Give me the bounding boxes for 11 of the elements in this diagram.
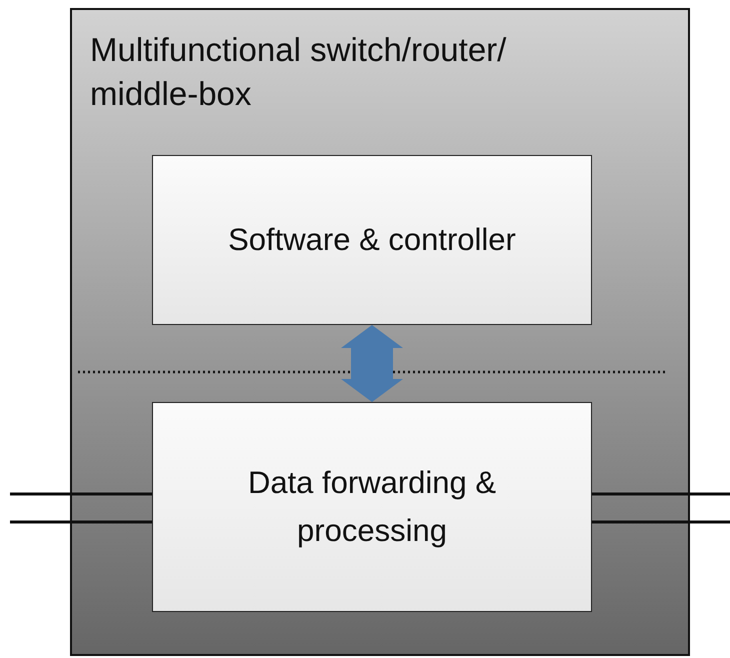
process-box	[152, 155, 592, 325]
double-arrow	[341, 325, 403, 402]
box-label: Data forwarding & processing	[246, 464, 498, 550]
connection-line	[10, 492, 152, 496]
process-box	[152, 402, 592, 612]
connection-line	[592, 520, 730, 524]
connection-line	[592, 492, 730, 496]
device-box	[70, 8, 690, 656]
box-label: Software & controller	[227, 221, 517, 259]
box-title: Multifunctional switch/router/ middle-box	[90, 30, 508, 114]
connection-line	[10, 520, 152, 524]
